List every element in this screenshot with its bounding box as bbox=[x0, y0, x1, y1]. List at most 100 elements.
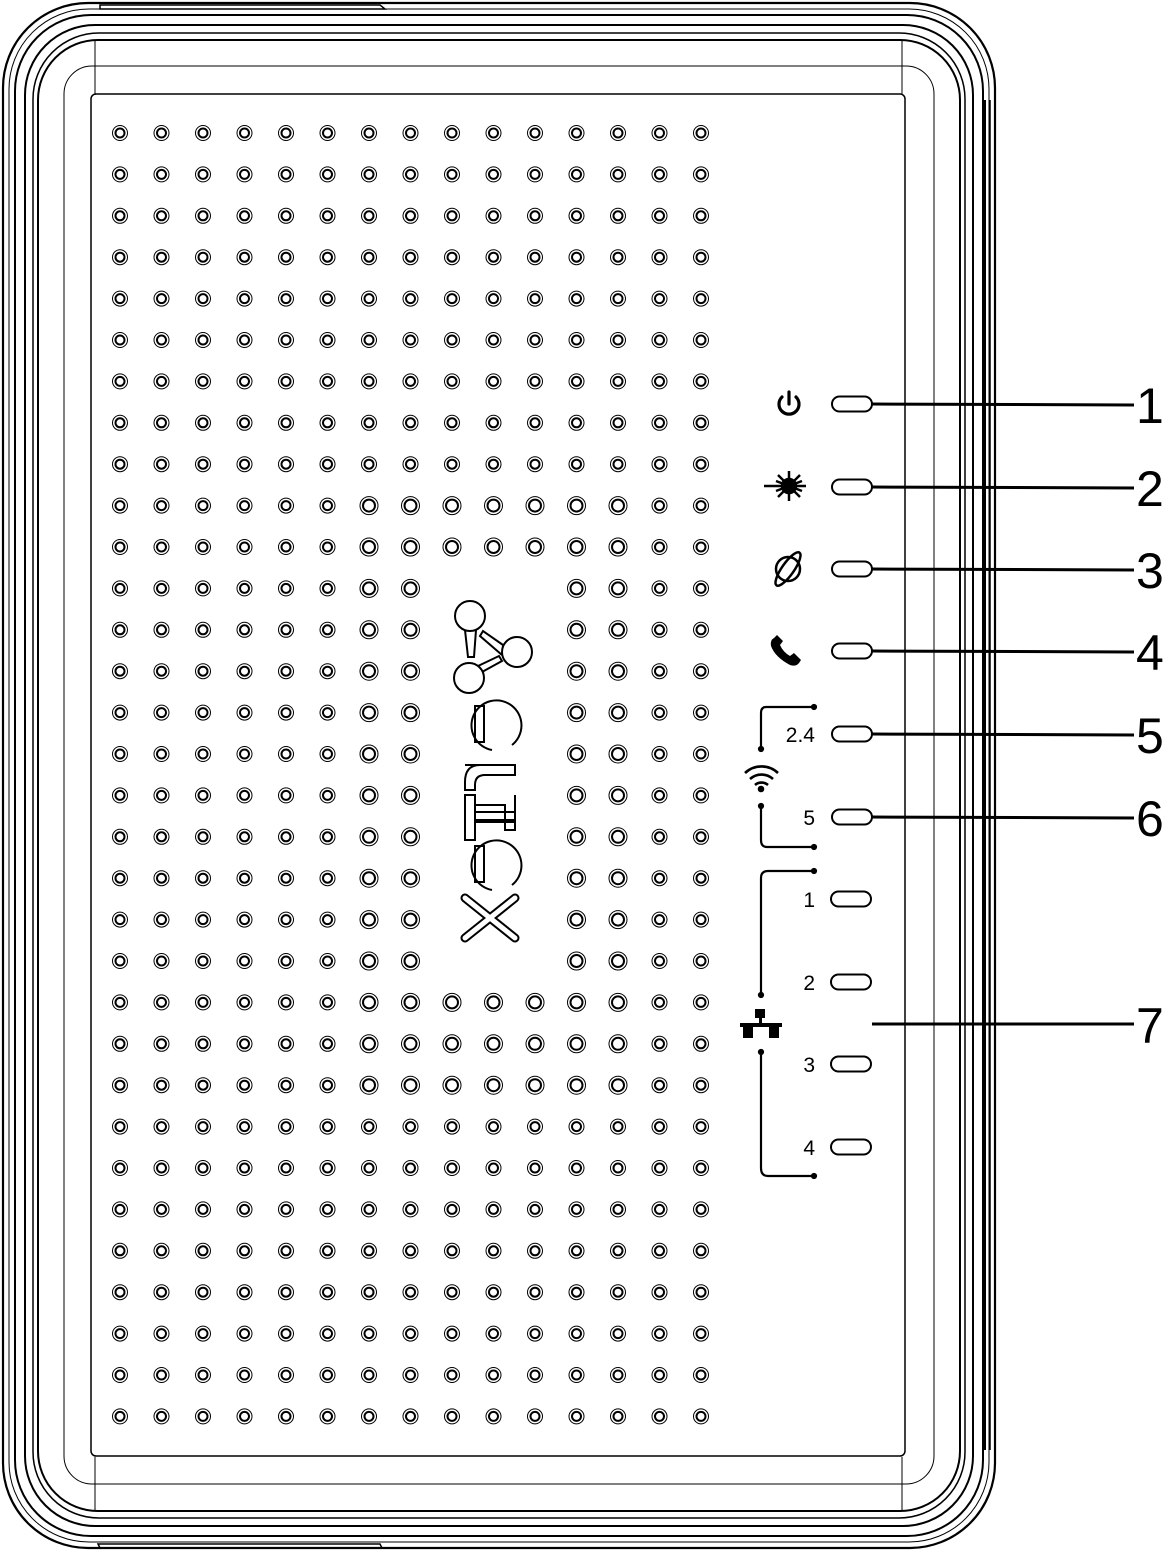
vent-hole bbox=[319, 290, 336, 307]
vent-hole bbox=[278, 1118, 294, 1135]
vent-hole bbox=[112, 456, 128, 473]
vent-hole bbox=[608, 744, 628, 764]
vent-hole bbox=[401, 992, 420, 1012]
vent-hole bbox=[278, 125, 294, 141]
vent-hole bbox=[112, 870, 128, 887]
vent-hole bbox=[278, 166, 294, 183]
vent-hole bbox=[402, 249, 419, 266]
vent-hole bbox=[568, 1367, 585, 1383]
vent-hole bbox=[567, 827, 586, 847]
vent-hole bbox=[319, 373, 336, 390]
vent-hole bbox=[608, 578, 628, 598]
vent-hole bbox=[112, 1242, 128, 1259]
vent-hole bbox=[236, 1325, 253, 1342]
phone-icon bbox=[770, 635, 801, 666]
vent-hole bbox=[361, 1367, 377, 1383]
vent-hole bbox=[278, 828, 294, 845]
vent-hole bbox=[195, 994, 211, 1011]
lan-network-icon bbox=[740, 1009, 782, 1038]
vent-hole bbox=[527, 414, 543, 431]
vent-hole bbox=[525, 496, 545, 516]
vent-hole bbox=[361, 207, 377, 224]
vent-hole bbox=[195, 1408, 211, 1425]
vent-hole bbox=[195, 580, 211, 597]
vent-hole bbox=[401, 537, 420, 557]
vent-hole bbox=[485, 249, 502, 266]
vent-hole bbox=[693, 497, 709, 514]
vent-hole bbox=[401, 827, 420, 847]
vent-hole bbox=[153, 1408, 170, 1425]
vent-hole bbox=[319, 414, 336, 431]
vent-hole bbox=[568, 373, 585, 390]
led-indicator-3 bbox=[831, 560, 873, 578]
vent-hole bbox=[112, 994, 128, 1011]
vent-hole bbox=[195, 290, 211, 307]
vent-hole bbox=[153, 1118, 170, 1135]
vent-hole bbox=[693, 332, 709, 348]
vent-hole bbox=[568, 414, 585, 431]
vent-hole bbox=[195, 456, 211, 473]
vent-hole bbox=[527, 373, 543, 390]
vent-hole bbox=[485, 456, 502, 473]
vent-hole bbox=[651, 332, 668, 348]
lan-port-led-2: 2 bbox=[803, 972, 872, 995]
vent-hole bbox=[195, 249, 211, 266]
vent-hole bbox=[112, 1035, 128, 1052]
vent-hole bbox=[567, 496, 586, 516]
vent-hole bbox=[278, 994, 294, 1011]
vent-hole bbox=[527, 290, 543, 307]
vent-hole bbox=[319, 1408, 336, 1425]
vent-hole bbox=[608, 951, 628, 971]
vent-hole bbox=[527, 1367, 543, 1383]
vent-hole bbox=[568, 332, 585, 348]
vent-hole bbox=[112, 249, 128, 266]
vent-hole bbox=[112, 663, 128, 680]
vent-hole bbox=[319, 249, 336, 266]
vent-hole bbox=[195, 414, 211, 431]
lan-group-bracket bbox=[757, 867, 818, 1180]
vent-hole bbox=[608, 868, 628, 888]
vent-hole bbox=[236, 1201, 253, 1218]
vent-hole bbox=[278, 373, 294, 390]
vent-hole bbox=[236, 746, 253, 762]
vent-hole bbox=[361, 290, 377, 307]
vent-hole bbox=[693, 1325, 709, 1342]
vent-hole bbox=[444, 456, 460, 473]
vent-hole bbox=[195, 621, 211, 638]
vent-hole bbox=[153, 1077, 170, 1094]
vent-hole bbox=[527, 1325, 543, 1342]
vent-hole bbox=[568, 1325, 585, 1342]
vent-hole bbox=[651, 1325, 668, 1342]
vent-hole bbox=[236, 414, 253, 431]
vent-hole bbox=[112, 787, 128, 804]
vent-hole bbox=[402, 1408, 419, 1425]
vent-hole bbox=[651, 787, 668, 804]
vent-hole bbox=[195, 1367, 211, 1383]
vent-hole bbox=[693, 290, 709, 307]
vent-hole bbox=[361, 1201, 377, 1218]
vent-hole bbox=[568, 1408, 585, 1425]
vent-hole bbox=[153, 166, 170, 183]
vent-hole bbox=[112, 621, 128, 638]
vent-hole bbox=[359, 744, 379, 764]
vent-hole bbox=[236, 1408, 253, 1425]
vent-hole bbox=[153, 663, 170, 680]
vent-hole bbox=[651, 207, 668, 224]
vent-hole bbox=[610, 414, 626, 431]
vent-hole bbox=[442, 1034, 462, 1054]
eltex-logo-wordmark bbox=[460, 699, 523, 943]
vent-hole bbox=[651, 125, 668, 141]
vent-hole bbox=[402, 1160, 419, 1176]
vent-hole bbox=[525, 537, 545, 557]
vent-hole bbox=[442, 1075, 462, 1095]
vent-hole bbox=[236, 1035, 253, 1052]
vent-hole bbox=[195, 870, 211, 887]
vent-hole bbox=[319, 663, 336, 680]
vent-hole bbox=[153, 332, 170, 348]
vent-hole bbox=[401, 1075, 420, 1095]
vent-hole bbox=[693, 125, 709, 141]
vent-hole bbox=[401, 951, 420, 971]
callout-line bbox=[871, 649, 1135, 654]
